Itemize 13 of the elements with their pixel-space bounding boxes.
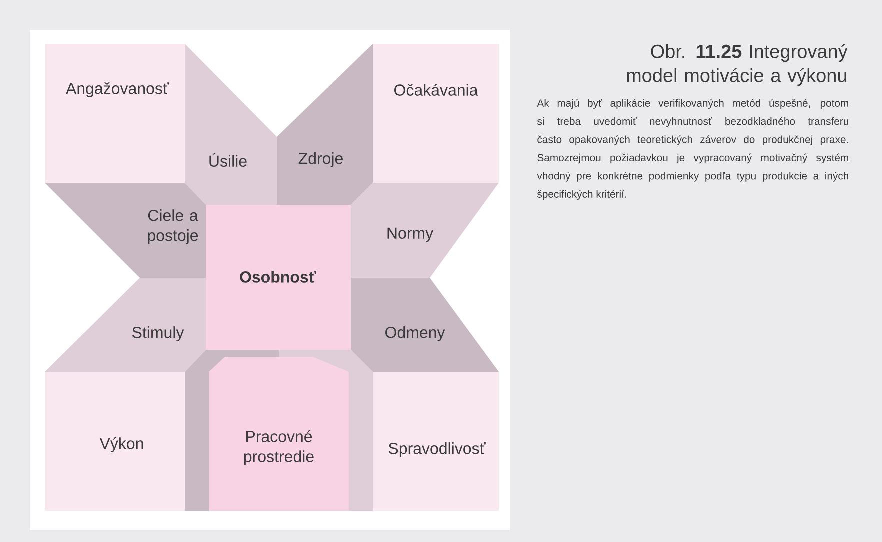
wing-panel: Zdroje [277, 44, 373, 205]
center-box: Osobnosť [206, 205, 351, 350]
figure-title: Obr. 11.25 Integrovaný model motivácie a výkonu [627, 44, 848, 86]
wing-panel: Ciele a postoje [45, 183, 206, 278]
square-panel: Očakávania [373, 44, 499, 183]
square-panel: Spravodlivosť [373, 372, 499, 511]
square-panel: Výkon [45, 372, 185, 511]
wing-panel: Odmeny [351, 278, 499, 372]
wing-panel: Úsilie [185, 44, 277, 205]
wing-panel: Stimuly [45, 278, 206, 372]
wing-panel: Normy [351, 183, 499, 278]
square-panel: Angažovanosť [45, 44, 185, 183]
caption-paragraph: Ak majú byť aplikácie verifikovaných metód úspešné, potom si treba uvedomiť nevyhnutnosť bezodkladného transferu často opakovaných teoretických záverov do produkčnej praxe. Samozrejmou požiadavkou je vypracovaný motivačný systém vhodný pre konkrétne podmienky podľa typu produkcie a iných špecifických kritérií. [537, 99, 848, 200]
